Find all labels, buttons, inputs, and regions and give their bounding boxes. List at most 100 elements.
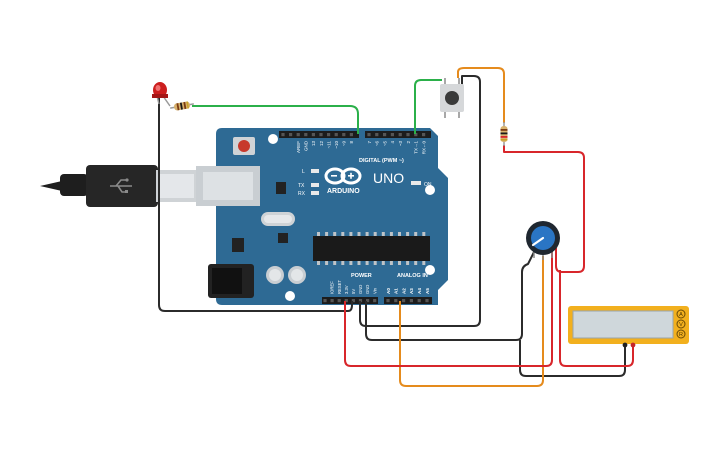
multimeter-positive-terminal[interactable] xyxy=(630,342,636,348)
header-pin-hole[interactable] xyxy=(373,299,377,303)
multimeter-mode-r-button[interactable] xyxy=(676,329,686,339)
reset-button[interactable] xyxy=(233,137,255,155)
analog-pin-label: A2 xyxy=(401,288,406,294)
status-leds: L TX RX ON xyxy=(298,169,432,197)
on-led-label: ON xyxy=(424,182,432,188)
digital-pin-label: AREF xyxy=(296,141,301,153)
digital-pin-label: 2 xyxy=(406,141,411,144)
digital-pin-label: 8 xyxy=(349,141,354,144)
header-pin-hole[interactable] xyxy=(425,299,429,303)
header-pin-hole[interactable] xyxy=(422,133,426,137)
atmega-chip xyxy=(313,232,430,265)
digital-pin-label: TX→1 xyxy=(414,141,419,154)
digital-pin-label: 4 xyxy=(390,141,395,144)
power-header-label: POWER xyxy=(351,273,372,279)
wire-black-led-gnd[interactable] xyxy=(158,98,353,312)
wire-black-pot-gnd[interactable] xyxy=(365,251,535,341)
digital-pin-label: ~6 xyxy=(375,141,380,147)
wire-green-button[interactable] xyxy=(414,79,442,134)
analog-pin-label: A4 xyxy=(417,288,422,294)
digital-pin-label: ~3 xyxy=(398,141,403,147)
header-pin-hole[interactable] xyxy=(366,299,370,303)
header-pin-hole[interactable] xyxy=(406,133,410,137)
analog-header[interactable] xyxy=(384,297,432,304)
wire-black-meter[interactable] xyxy=(519,340,626,377)
power-pin-label: GND xyxy=(365,285,370,294)
header-pin-hole[interactable] xyxy=(327,133,331,137)
header-pin-hole[interactable] xyxy=(330,299,334,303)
power-pin-label: Vin xyxy=(372,287,377,294)
header-pin-hole[interactable] xyxy=(311,133,315,137)
header-pin-hole[interactable] xyxy=(351,299,355,303)
small-ic xyxy=(276,182,286,194)
mounting-hole xyxy=(285,291,295,301)
analog-pin-label: A1 xyxy=(394,288,399,294)
multimeter-com-terminal[interactable] xyxy=(622,342,628,348)
header-pin-hole[interactable] xyxy=(386,299,390,303)
potentiometer-knob-indicator[interactable] xyxy=(531,236,545,247)
digital-pin-label: ~9 xyxy=(342,141,347,147)
wire-orange-pullup[interactable] xyxy=(457,67,505,123)
header-pin-hole[interactable] xyxy=(414,133,418,137)
wire-red-meter[interactable] xyxy=(559,270,634,367)
header-pin-hole[interactable] xyxy=(296,133,300,137)
digital-header-left[interactable] xyxy=(279,131,359,138)
header-pin-hole[interactable] xyxy=(319,133,323,137)
potentiometer[interactable] xyxy=(526,221,560,260)
power-pin-label: 5V xyxy=(351,289,356,294)
multimeter-mode-a-button[interactable] xyxy=(676,309,686,319)
led-resistor[interactable] xyxy=(170,100,195,111)
multimeter-mode-label: A xyxy=(679,312,683,318)
analog-header-label: ANALOG IN xyxy=(397,273,428,279)
pushbutton[interactable] xyxy=(440,78,464,118)
usb-icon xyxy=(110,178,132,193)
rx-led-label: RX xyxy=(298,191,306,197)
digital-header-label: DIGITAL (PWM ~) xyxy=(359,158,404,164)
header-pin-hole[interactable] xyxy=(337,299,341,303)
wire-green-led[interactable] xyxy=(192,105,359,134)
multimeter[interactable]: AVR xyxy=(568,306,689,348)
power-pin-label: RESET xyxy=(337,280,342,294)
infinity-logo-icon xyxy=(324,167,362,185)
header-pin-hole[interactable] xyxy=(304,133,308,137)
header-pin-hole[interactable] xyxy=(358,299,363,303)
multimeter-mode-v-button[interactable] xyxy=(676,319,686,329)
digital-pin-label: 12 xyxy=(319,141,324,147)
digital-pin-label: ~5 xyxy=(382,141,387,147)
wire-red-resistor[interactable] xyxy=(503,145,585,273)
header-pin-hole[interactable] xyxy=(334,133,338,137)
power-pin-label: IOREF xyxy=(330,281,335,294)
wire-black-button-gnd[interactable] xyxy=(359,75,481,327)
header-pin-hole[interactable] xyxy=(390,133,394,137)
multimeter-mode-label: R xyxy=(679,332,683,338)
digital-header-right[interactable] xyxy=(365,131,431,138)
red-led[interactable] xyxy=(152,82,171,107)
header-pin-hole[interactable] xyxy=(367,133,371,137)
header-pin-hole[interactable] xyxy=(398,133,402,137)
power-pin-label: GND xyxy=(358,285,363,294)
power-header[interactable] xyxy=(322,297,378,304)
header-pin-hole[interactable] xyxy=(349,133,353,137)
wire-red-5v[interactable] xyxy=(344,250,553,367)
header-pin-hole[interactable] xyxy=(344,299,348,303)
header-pin-hole[interactable] xyxy=(289,133,293,137)
digital-pin-label: 7 xyxy=(367,141,372,144)
header-pin-hole[interactable] xyxy=(394,299,398,303)
analog-pin-label: A0 xyxy=(386,288,391,294)
header-pin-hole[interactable] xyxy=(409,299,413,303)
wire-orange-a0[interactable] xyxy=(399,256,544,387)
header-pin-hole[interactable] xyxy=(375,133,379,137)
header-pin-hole[interactable] xyxy=(342,133,346,137)
header-pin-hole[interactable] xyxy=(323,299,327,303)
usb-cable[interactable] xyxy=(40,165,198,207)
header-pin-hole[interactable] xyxy=(281,133,285,137)
pullup-resistor[interactable] xyxy=(500,122,508,146)
header-pin-hole[interactable] xyxy=(383,133,387,137)
capacitors xyxy=(266,266,306,284)
arduino-logo-text: ARDUINO xyxy=(327,188,360,195)
header-pin-hole[interactable] xyxy=(417,299,421,303)
header-pin-hole[interactable] xyxy=(402,299,406,303)
power-pin-label: 3.3V xyxy=(344,285,349,294)
